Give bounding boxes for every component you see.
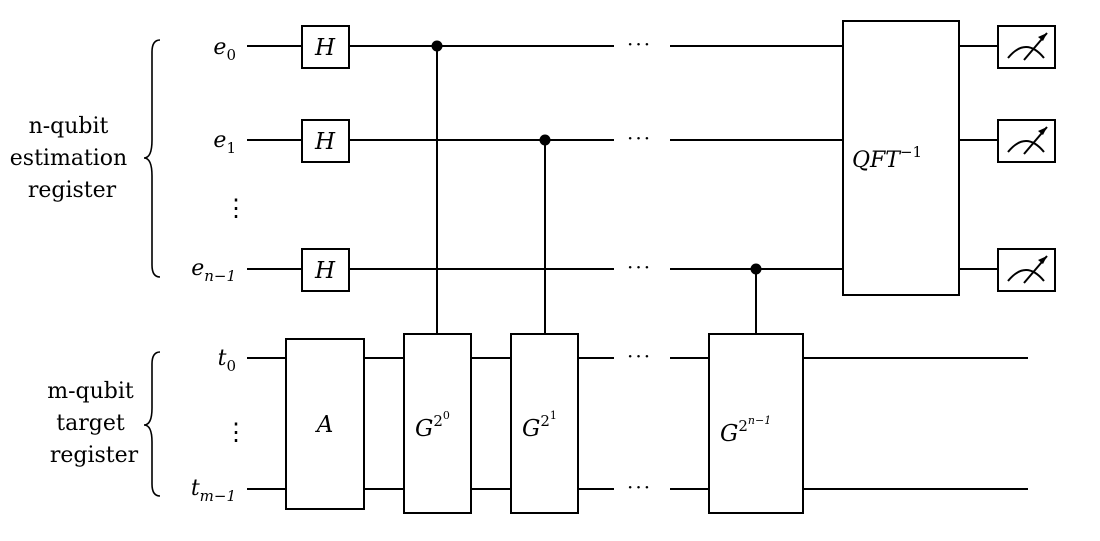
wire-label-t0: t0 <box>218 346 236 375</box>
measurement-meter-e0 <box>997 25 1056 69</box>
state-prep-gate-a: A <box>285 338 365 510</box>
grover-gate-gn: G2n−1 <box>708 333 804 514</box>
grover-gate-g1: G21 <box>510 333 579 514</box>
wire-label-en-1: en−1 <box>191 256 236 285</box>
ellipsis: ··· <box>627 255 652 279</box>
measurement-meter-en1 <box>997 248 1056 292</box>
ellipsis: ··· <box>627 344 652 368</box>
ellipsis: ··· <box>627 126 652 150</box>
ellipsis: ··· <box>627 32 652 56</box>
svg-text:G2n−1: G2n−1 <box>720 414 771 447</box>
inverse-qft-gate: QFT−1 <box>842 20 960 296</box>
wire-label-e0: e0 <box>213 35 236 64</box>
wire-label-tm-1: tm−1 <box>191 476 236 505</box>
target-register-label: m-qubit target register <box>47 379 141 468</box>
wire-label-e1: e1 <box>213 128 236 157</box>
svg-text:A: A <box>315 412 334 438</box>
grover-gate-g0: G20 <box>403 333 472 514</box>
estimation-register-label: n-qubit estimation register <box>10 114 134 203</box>
hadamard-gate-e0: H <box>301 25 350 69</box>
control-dot-gn <box>750 263 762 275</box>
hadamard-gate-e1: H <box>301 119 350 163</box>
svg-text:H: H <box>314 129 336 155</box>
control-dot-g0 <box>431 40 443 52</box>
svg-text:G20: G20 <box>415 409 450 442</box>
estimation-register-brace <box>143 39 161 278</box>
estimation-vdots: ⋮ <box>224 194 248 222</box>
svg-text:H: H <box>314 258 336 284</box>
ellipsis: ··· <box>627 475 652 499</box>
svg-text:H: H <box>314 35 336 61</box>
target-vdots: ⋮ <box>224 418 248 446</box>
hadamard-gate-en1: H <box>301 248 350 292</box>
measurement-meter-e1 <box>997 119 1056 163</box>
svg-text:G21: G21 <box>522 409 557 442</box>
target-register-brace <box>143 351 161 497</box>
svg-text:QFT−1: QFT−1 <box>852 143 922 173</box>
control-dot-g1 <box>539 134 551 146</box>
